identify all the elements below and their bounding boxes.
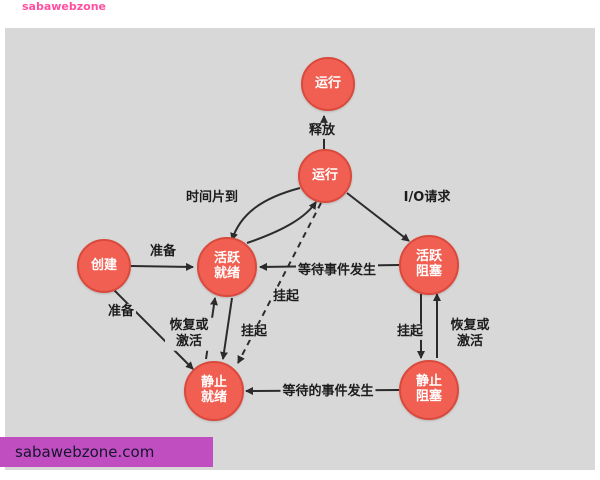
state-node-create: 创建 [77,239,131,293]
edge-label-awaited-event: 等待的事件发生 [280,383,376,401]
edge-label-resume-left: 恢复或激活 [165,317,213,351]
node-label: 运行 [311,167,338,183]
node-label: 就绪 [213,266,240,281]
state-node-running-top: 运行 [301,57,355,111]
edge-dispatch-arrow [246,201,317,244]
edge-suspend-dashed-arrow [237,202,322,364]
edge-label-suspend-dashed: 挂起 [270,288,302,306]
node-label: 阻塞 [415,264,442,279]
edge-label-io-request: I/O请求 [401,189,453,207]
watermark-banner: sabawebzone.com [0,437,213,467]
edge-prepare-lower-arrow [112,288,194,370]
edge-label-suspend-ready: 挂起 [238,323,270,341]
edge-time-slice-arrow [230,187,301,241]
state-node-static-blocked: 静止 阻塞 [399,360,459,420]
edge-label-prepare-upper: 准备 [147,243,179,261]
watermark-banner-text: sabawebzone.com [15,443,155,461]
node-label: 静止 [200,375,227,391]
edge-suspend-ready-arrow [220,297,233,360]
edge-label-prepare-lower: 准备 [105,303,137,321]
edge-io-request-arrow [346,192,410,242]
edge-label-suspend-blocked: 挂起 [394,323,426,341]
state-node-static-ready: 静止 就绪 [184,361,244,421]
edge-label-wait-event: 等待事件发生 [295,262,379,280]
node-label: 活跃 [415,249,442,265]
state-node-running: 运行 [298,149,352,203]
state-node-active-ready: 活跃 就绪 [197,237,257,297]
edge-label-release: 释放 [306,122,338,140]
edge-label-resume-right: 恢复或激活 [446,317,494,351]
watermark-top-text: sabawebzone [22,0,107,13]
node-label: 运行 [314,75,341,91]
node-label: 阻塞 [415,389,442,404]
node-label: 就绪 [200,390,227,405]
state-node-active-blocked: 活跃 阻塞 [399,235,459,295]
node-label: 活跃 [213,251,240,267]
node-label: 创建 [90,257,117,273]
node-label: 静止 [415,374,442,390]
edge-label-time-slice: 时间片到 [183,189,241,207]
edge-prepare-upper-arrow [130,262,194,271]
